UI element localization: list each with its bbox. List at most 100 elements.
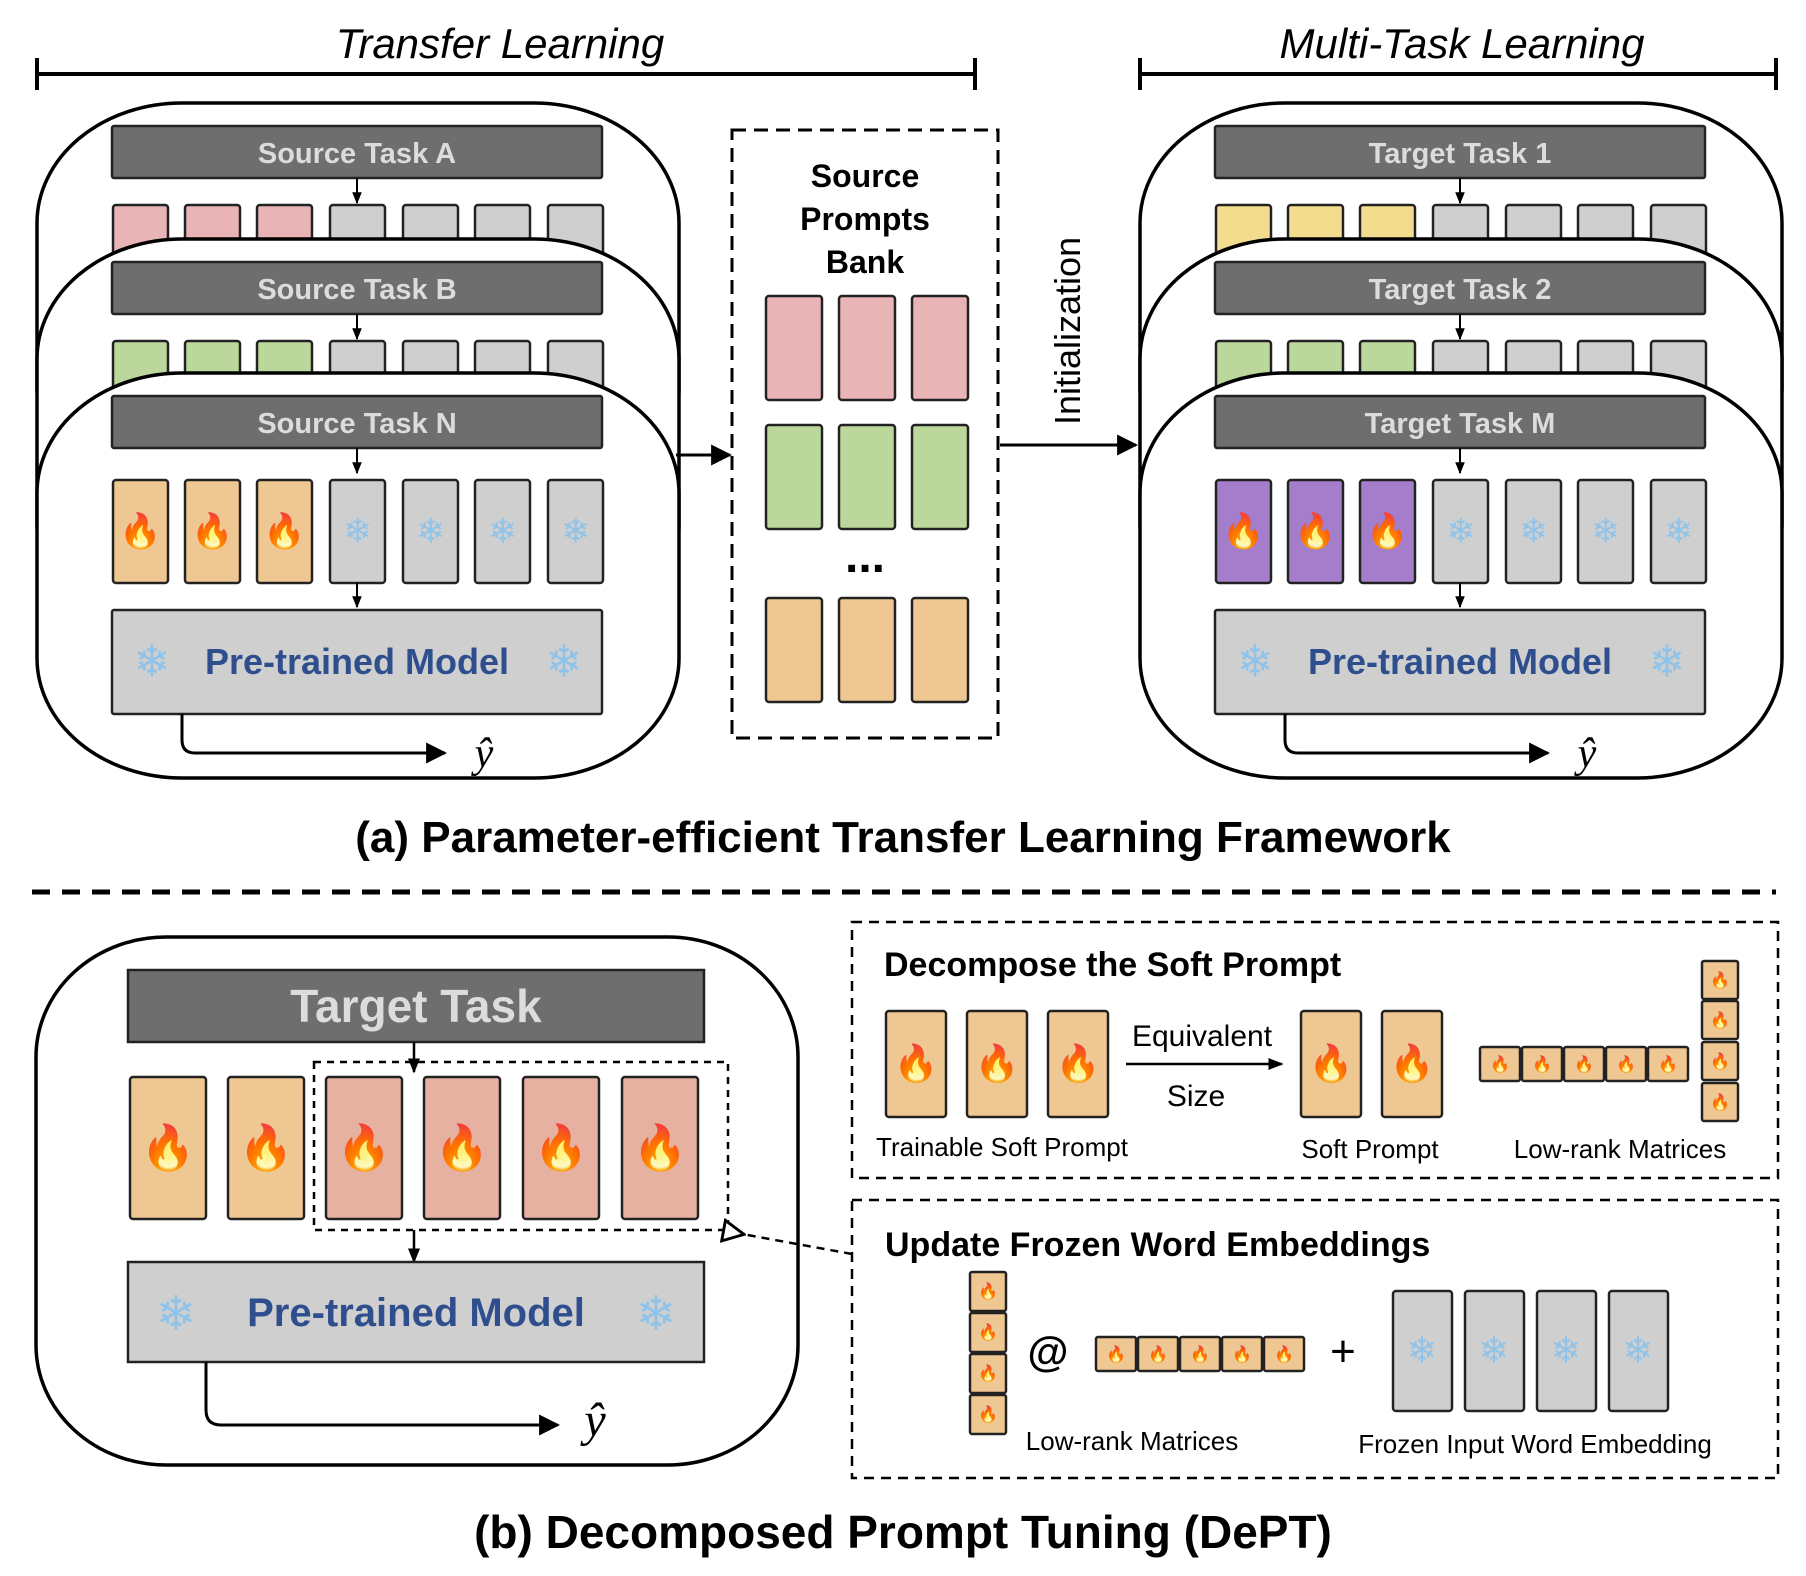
bank-prompt-token: [837, 596, 897, 704]
trainable-soft-prompt-token: [1046, 1009, 1110, 1119]
low-rank-row-cell: [1604, 1045, 1648, 1083]
fire-icon: 🔥: [633, 1123, 688, 1174]
low-rank-col-cell: [1700, 999, 1740, 1041]
source-task-label: Source Task A: [258, 138, 456, 170]
decompose-panel: Decompose the Soft Prompt 🔥🔥🔥🔥🔥🔥🔥🔥🔥🔥🔥🔥🔥🔥…: [850, 920, 1780, 1180]
snowflake-icon: ❄: [1591, 512, 1620, 552]
low-rank-col-cell: [968, 1352, 1008, 1395]
decompose-title: Decompose the Soft Prompt: [884, 946, 1341, 984]
low-rank-row-cell: [1262, 1335, 1306, 1373]
dept-prompt-token: [521, 1075, 601, 1221]
low-rank-col-cell: [968, 1311, 1008, 1354]
bank-prompt-token: [764, 294, 824, 402]
dept-prompt-token: [620, 1075, 700, 1221]
soft-prompt-label: Soft Prompt: [1301, 1134, 1439, 1164]
snowflake-icon: ❄: [1237, 637, 1274, 688]
low-rank-col-cell: [1700, 1081, 1740, 1123]
fire-icon: 🔥: [1616, 1055, 1636, 1074]
fire-icon: 🔥: [1294, 512, 1336, 552]
source-output-y-hat: ŷ: [471, 731, 494, 777]
fire-icon: 🔥: [1390, 1043, 1435, 1085]
fire-icon: 🔥: [141, 1123, 196, 1174]
low-rank-col-cell: [1700, 959, 1740, 1001]
target-task-label: Target Task 2: [1369, 274, 1552, 306]
fire-icon: 🔥: [978, 1364, 998, 1383]
dept-prompt-token: [128, 1075, 208, 1221]
low-rank-row-cell: [1478, 1045, 1522, 1083]
soft-prompt-token: [1380, 1009, 1444, 1119]
bank-prompt-token: [764, 423, 824, 531]
target-task-label: Target Task M: [1365, 408, 1556, 440]
trainable-prompt-token: [1214, 478, 1273, 585]
snowflake-icon: ❄: [1446, 512, 1475, 552]
update-embeddings-panel: Update Frozen Word Embeddings 🔥🔥🔥🔥🔥🔥🔥🔥🔥❄…: [850, 1198, 1780, 1480]
fire-icon: 🔥: [191, 512, 233, 552]
frozen-embedding-label: Frozen Input Word Embedding: [1358, 1429, 1712, 1459]
source-pretrained-model-box: [110, 608, 604, 716]
soft-prompt-token: [1299, 1009, 1363, 1119]
bank-prompt-token: [910, 423, 970, 531]
target-card-3: Target Task M🔥🔥🔥❄❄❄❄Pre-trained Model❄❄ŷ: [1138, 371, 1784, 780]
fire-icon: 🔥: [534, 1123, 589, 1174]
fire-icon: 🔥: [1148, 1345, 1168, 1364]
fire-icon: 🔥: [1056, 1043, 1101, 1085]
trainable-prompt-token: [1286, 478, 1345, 585]
low-rank-matrices-label: Low-rank Matrices: [1514, 1134, 1726, 1164]
multitask-learning-label: Multi-Task Learning: [1280, 20, 1645, 67]
transfer-learning-label: Transfer Learning: [336, 20, 664, 67]
low-rank-row-cell: [1562, 1045, 1606, 1083]
target-pretrained-model-label: Pre-trained Model: [1308, 641, 1612, 682]
source-task-label: Source Task B: [257, 274, 456, 306]
fire-icon: 🔥: [1190, 1345, 1210, 1364]
fire-icon: 🔥: [1574, 1055, 1594, 1074]
frozen-embedding-token: [1607, 1289, 1670, 1413]
dept-prompt-token: [422, 1075, 502, 1221]
fire-icon: 🔥: [1710, 971, 1730, 990]
snowflake-icon: ❄: [134, 637, 171, 688]
low-rank-row-cell: [1646, 1045, 1690, 1083]
bank-title-line-1: Source: [811, 158, 919, 194]
snowflake-icon: ❄: [546, 637, 583, 688]
low-rank-row-cell: [1094, 1335, 1138, 1373]
fire-icon: 🔥: [239, 1123, 294, 1174]
target-task-bar: [126, 968, 706, 1044]
trainable-soft-prompt-token: [965, 1009, 1029, 1119]
decomposed-prompt-group: [312, 1060, 730, 1232]
caption-b: (b) Decomposed Prompt Tuning (DePT): [474, 1506, 1332, 1558]
fire-icon: 🔥: [978, 1323, 998, 1342]
snowflake-icon: ❄: [1407, 1331, 1437, 1372]
low-rank-row-cell: [1220, 1335, 1264, 1373]
bank-prompt-token: [910, 596, 970, 704]
frozen-input-token: [473, 478, 532, 585]
size-label: Size: [1167, 1080, 1225, 1113]
snowflake-icon: ❄: [1664, 512, 1693, 552]
frozen-input-token: [546, 478, 605, 585]
trainable-prompt-token: [111, 478, 170, 585]
fire-icon: 🔥: [263, 512, 305, 552]
target-task-label: Target Task 1: [1369, 138, 1552, 170]
trainable-soft-prompt-label: Trainable Soft Prompt: [876, 1132, 1129, 1162]
caption-a: (a) Parameter-efficient Transfer Learnin…: [355, 813, 1451, 862]
snowflake-icon: ❄: [1551, 1331, 1581, 1372]
fire-icon: 🔥: [1232, 1345, 1252, 1364]
snowflake-icon: ❄: [1649, 637, 1686, 688]
bank-title-line-2: Prompts: [800, 201, 930, 237]
frozen-embedding-token: [1391, 1289, 1454, 1413]
source-prompts-bank: Source Prompts Bank ...: [730, 128, 1000, 740]
low-rank-matrices-label-2: Low-rank Matrices: [1026, 1426, 1238, 1456]
fire-icon: 🔥: [1366, 512, 1408, 552]
target-pretrained-model-box: [1213, 608, 1707, 716]
equivalent-label: Equivalent: [1132, 1020, 1273, 1053]
source-card-3: Source Task N🔥🔥🔥❄❄❄❄Pre-trained Model❄❄ŷ: [35, 371, 681, 780]
frozen-input-token: [1576, 478, 1635, 585]
low-rank-row-cell: [1520, 1045, 1564, 1083]
output-y-hat: ŷ: [579, 1394, 606, 1447]
low-rank-row-cell: [1178, 1335, 1222, 1373]
fire-icon: 🔥: [1710, 1052, 1730, 1071]
dept-prompt-token: [226, 1075, 306, 1221]
low-rank-col-cell: [968, 1393, 1008, 1436]
fire-icon: 🔥: [1710, 1093, 1730, 1112]
low-rank-col-cell: [968, 1270, 1008, 1313]
bank-title-line-3: Bank: [826, 244, 904, 280]
